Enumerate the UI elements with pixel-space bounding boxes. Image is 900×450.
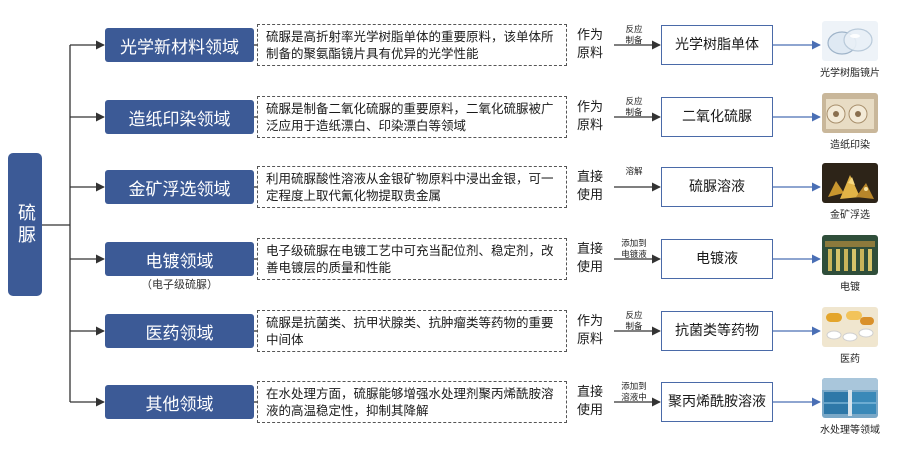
lens-photo-icon (822, 21, 878, 61)
product-box: 聚丙烯酰胺溶液 (661, 382, 773, 422)
process-label: 添加到 溶液中 (621, 382, 647, 403)
product-box: 二氧化硫脲 (661, 97, 773, 137)
application-caption: 光学树脂镜片 (820, 68, 880, 79)
usage-method: 直接使用 (576, 385, 603, 418)
usage-method: 直接使用 (576, 242, 603, 275)
domain-sublabel: （电子级硫脲） (141, 278, 218, 291)
usage-method: 直接使用 (576, 170, 603, 203)
domain-label: 其他领域 (105, 385, 254, 419)
application-caption: 造纸印染 (830, 140, 870, 151)
application-caption: 电镀 (840, 282, 860, 293)
domain-label: 光学新材料领域 (105, 28, 254, 62)
usage-method: 作为原料 (576, 100, 603, 133)
domain-label: 金矿浮选领域 (105, 170, 254, 204)
domain-label: 电镀领域 (105, 242, 254, 276)
domain-row: 光学新材料领域 硫脲是高折射率光学树脂单体的重要原料，该单体所制备的聚氨酯镜片具… (0, 19, 900, 79)
product-box: 硫脲溶液 (661, 167, 773, 207)
paper-roll-photo-icon (822, 93, 878, 133)
root-node: 硫脲 (8, 153, 42, 296)
domain-row: 金矿浮选领域 利用硫脲酸性溶液从金银矿物原料中浸出金银，可一定程度上取代氰化物提… (0, 161, 900, 221)
process-label: 反应 制备 (625, 25, 643, 46)
process-label: 反应 制备 (625, 97, 643, 118)
domain-row: 医药领域 硫脲是抗菌类、抗甲状腺类、抗肿瘤类等药物的重要中间体 作为原料 反应 … (0, 305, 900, 365)
usage-description: 在水处理方面，硫脲能够增强水处理剂聚丙烯酰胺溶液的高温稳定性，抑制其降解 (257, 381, 567, 423)
process-label: 添加到 电镀液 (621, 239, 647, 260)
usage-method: 作为原料 (576, 314, 603, 347)
domain-row: 其他领域 在水处理方面，硫脲能够增强水处理剂聚丙烯酰胺溶液的高温稳定性，抑制其降… (0, 376, 900, 436)
product-box: 电镀液 (661, 239, 773, 279)
usage-description: 利用硫脲酸性溶液从金银矿物原料中浸出金银，可一定程度上取代氰化物提取贵金属 (257, 166, 567, 208)
usage-description: 电子级硫脲在电镀工艺中可充当配位剂、稳定剂，改善电镀层的质量和性能 (257, 238, 567, 280)
application-caption: 医药 (840, 354, 860, 365)
product-box: 抗菌类等药物 (661, 311, 773, 351)
domain-label: 医药领域 (105, 314, 254, 348)
usage-description: 硫脲是高折射率光学树脂单体的重要原料，该单体所制备的聚氨酯镜片具有优异的光学性能 (257, 24, 567, 66)
electroplating-photo-icon (822, 235, 878, 275)
water-treatment-photo-icon (822, 378, 878, 418)
usage-method: 作为原料 (576, 28, 603, 61)
process-label: 溶解 (625, 167, 643, 177)
application-caption: 金矿浮选 (830, 210, 870, 221)
domain-row: 电镀领域 （电子级硫脲） 电子级硫脲在电镀工艺中可充当配位剂、稳定剂，改善电镀层… (0, 233, 900, 293)
usage-description: 硫脲是制备二氧化硫脲的重要原料，二氧化硫脲被广泛应用于造纸漂白、印染漂白等领域 (257, 96, 567, 138)
product-box: 光学树脂单体 (661, 25, 773, 65)
domain-row: 造纸印染领域 硫脲是制备二氧化硫脲的重要原料，二氧化硫脲被广泛应用于造纸漂白、印… (0, 91, 900, 151)
process-label: 反应 制备 (625, 311, 643, 332)
usage-description: 硫脲是抗菌类、抗甲状腺类、抗肿瘤类等药物的重要中间体 (257, 310, 567, 352)
medicine-photo-icon (822, 307, 878, 347)
gold-ore-photo-icon (822, 163, 878, 203)
application-caption: 水处理等领域 (820, 425, 880, 436)
domain-label: 造纸印染领域 (105, 100, 254, 134)
